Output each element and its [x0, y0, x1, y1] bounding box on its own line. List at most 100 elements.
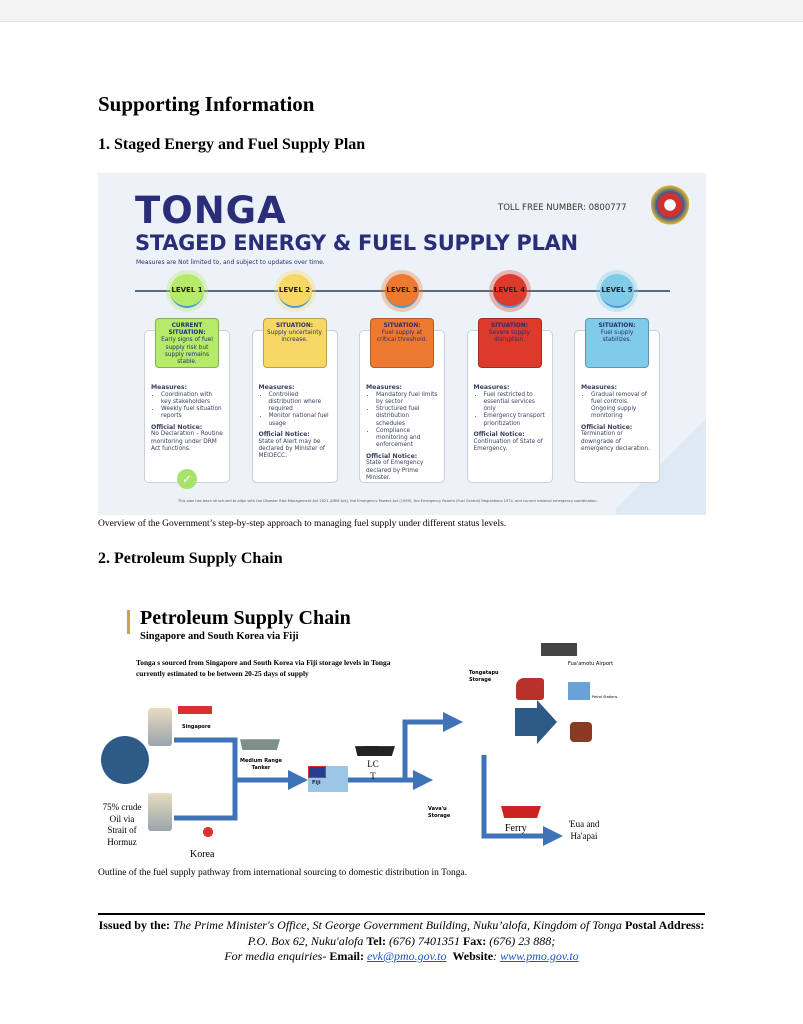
petrol-station-icon: [568, 682, 590, 700]
level-badge: LEVEL 5: [600, 274, 634, 308]
ferry-label: Ferry: [505, 823, 527, 834]
tanker-ship-icon: [240, 739, 280, 750]
postal-text: P.O. Box 62, Nuku'alofa: [247, 933, 367, 948]
measure-item: Compliance monitoring and enforcement: [376, 428, 439, 450]
airport-icon: [541, 634, 577, 656]
refinery-icon: [148, 708, 172, 746]
measure-item: Gradual removal of fuel controls. Ongoin…: [591, 392, 654, 421]
situation-text: Early signs of fuel supply risk but supp…: [161, 337, 213, 366]
fax-text: (676) 23 888;: [486, 933, 556, 948]
singapore-flag-icon: [178, 706, 212, 722]
notice-label: Official Notice:: [258, 430, 310, 438]
situation-heading: SITUATION:: [275, 323, 314, 329]
level-badge: LEVEL 4: [492, 274, 527, 308]
measure-item: Emergency transport prioritization: [484, 413, 547, 427]
situation-heading: SITUATION:: [383, 323, 421, 329]
situation-text: Fuel supply at critical threshold.: [376, 330, 428, 344]
level-badge: LEVEL 3: [385, 274, 419, 308]
situation-text: Severe supply disruption.: [488, 330, 530, 344]
toll-free-number: TOLL FREE NUMBER: 0800777: [498, 203, 627, 213]
level-badge: LEVEL 1: [170, 274, 204, 308]
measures-label: Measures:: [473, 384, 510, 391]
page-heading: Supporting Information: [98, 92, 315, 116]
level-badge: LEVEL 2: [277, 274, 312, 308]
issued-label: Issued by the:: [98, 918, 170, 932]
airport-label: Fua'amotu Airport: [568, 661, 614, 667]
website-label: Website: [452, 949, 494, 963]
tonga-coat-of-arms-icon: [651, 185, 689, 225]
infographic-note: Measures are Not limited to, and subject…: [136, 259, 325, 266]
section-1-caption: Overview of the Government’s step-by-ste…: [98, 519, 507, 529]
notice-text: No Declaration – Routine monitoring unde…: [151, 431, 223, 452]
issued-text: The Prime Minister's Office, St George G…: [169, 918, 625, 932]
title-accent-bar: [127, 610, 130, 634]
situation-box: SITUATION:Severe supply disruption.: [477, 318, 542, 368]
diagram-body-text: Tonga s sourced from Singapore and South…: [136, 658, 391, 679]
situation-text: Supply uncertainty increase.: [267, 330, 322, 344]
supply-chain-diagram: Petroleum Supply Chain Singapore and Sou…: [98, 598, 708, 868]
tanker-label: Medium Range Tanker: [240, 758, 282, 771]
diagram-title: Petroleum Supply Chain: [140, 607, 351, 629]
section-2-caption: Outline of the fuel supply pathway from …: [98, 868, 468, 878]
footer-divider: [98, 913, 705, 915]
fiji-flag-icon: Fiji: [308, 766, 348, 792]
situation-box: SITUATION:Supply uncertainty increase.: [262, 318, 327, 368]
measure-item: Mandatory fuel limits by sector: [376, 392, 439, 406]
section-2-title: 2. Petroleum Supply Chain: [98, 550, 283, 567]
measure-item: Coordination with key stakeholders: [161, 392, 224, 406]
tongatapu-storage-label: Tongatapu Storage: [469, 670, 499, 683]
fuel-barrels-icon: [570, 722, 592, 742]
big-arrow: [515, 700, 557, 744]
postal-label: Postal Address:: [624, 918, 705, 932]
notice-text: Termination or downgrade of emergency de…: [581, 431, 650, 452]
notice-text: Continuation of State of Emergency.: [473, 438, 543, 452]
email-link[interactable]: evk@pmo.gov.to: [366, 949, 447, 963]
crude-oil-label: 75% crude Oil via Strait of Hormuz: [102, 802, 142, 848]
measure-item: Weekly fuel situation reports: [161, 406, 224, 420]
fiji-label: Fiji: [312, 780, 321, 786]
fuel-truck-icon: [516, 678, 544, 700]
situation-box: SITUATION:Fuel supply stabilizes.: [585, 318, 649, 368]
situation-text: Fuel supply stabilizes.: [600, 330, 634, 344]
eua-haapai-label: 'Eua and Ha'apai: [568, 819, 600, 841]
situation-box: CURRENT SITUATION:Early signs of fuel su…: [155, 318, 219, 368]
notice-label: Official Notice:: [151, 423, 203, 431]
notice-text: State of Emergency declared by Prime Min…: [366, 460, 424, 481]
situation-box: SITUATION:Fuel supply at critical thresh…: [370, 318, 434, 368]
media-text: For media enquiries-: [224, 949, 330, 963]
viewer-top-bar: [0, 0, 803, 22]
vavau-storage-label: Vava'u Storage: [428, 806, 451, 819]
korea-flag-icon: [196, 821, 220, 843]
measure-item: Monitor national fuel usage: [269, 413, 332, 427]
diagram-subtitle: Singapore and South Korea via Fiji: [140, 631, 299, 642]
fax-label: Fax:: [462, 933, 487, 948]
measures-label: Measures:: [258, 384, 295, 391]
tel-label: Tel:: [366, 933, 386, 948]
refinery-icon: [148, 793, 172, 831]
current-level-check-icon: ✓: [177, 469, 197, 489]
infographic-subtitle: STAGED ENERGY & FUEL SUPPLY PLAN: [135, 231, 578, 255]
measures-label: Measures:: [151, 384, 188, 391]
lc-label: LC T: [367, 759, 379, 781]
situation-heading: SITUATION:: [490, 323, 529, 329]
infographic-title: TONGA: [135, 189, 287, 232]
notice-text: State of Alert may be declared by Minist…: [258, 438, 325, 460]
flow-arrows: [101, 700, 563, 846]
footer: Issued by the: The Prime Minister's Offi…: [98, 918, 705, 963]
measures-label: Measures:: [366, 384, 403, 391]
staged-plan-infographic: TONGA STAGED ENERGY & FUEL SUPPLY PLAN M…: [98, 173, 706, 515]
measure-item: Structured fuel distribution schedules: [376, 406, 439, 428]
section-1-title: 1. Staged Energy and Fuel Supply Plan: [98, 136, 366, 153]
email-label: Email:: [329, 949, 364, 963]
notice-label: Official Notice:: [473, 430, 525, 438]
petrol-station-label: Petrol Stations: [592, 695, 618, 699]
measures-label: Measures:: [581, 384, 618, 391]
measure-item: Controlled distribution where required: [269, 392, 332, 414]
tel-text: (676) 7401351: [385, 933, 463, 948]
website-link[interactable]: www.pmo.gov.to: [500, 949, 579, 963]
notice-label: Official Notice:: [581, 423, 633, 431]
infographic-footnote: This plan has been structured to align w…: [178, 499, 598, 503]
situation-heading: SITUATION:: [598, 323, 636, 329]
korea-label: Korea: [190, 849, 215, 860]
notice-label: Official Notice:: [366, 452, 418, 460]
